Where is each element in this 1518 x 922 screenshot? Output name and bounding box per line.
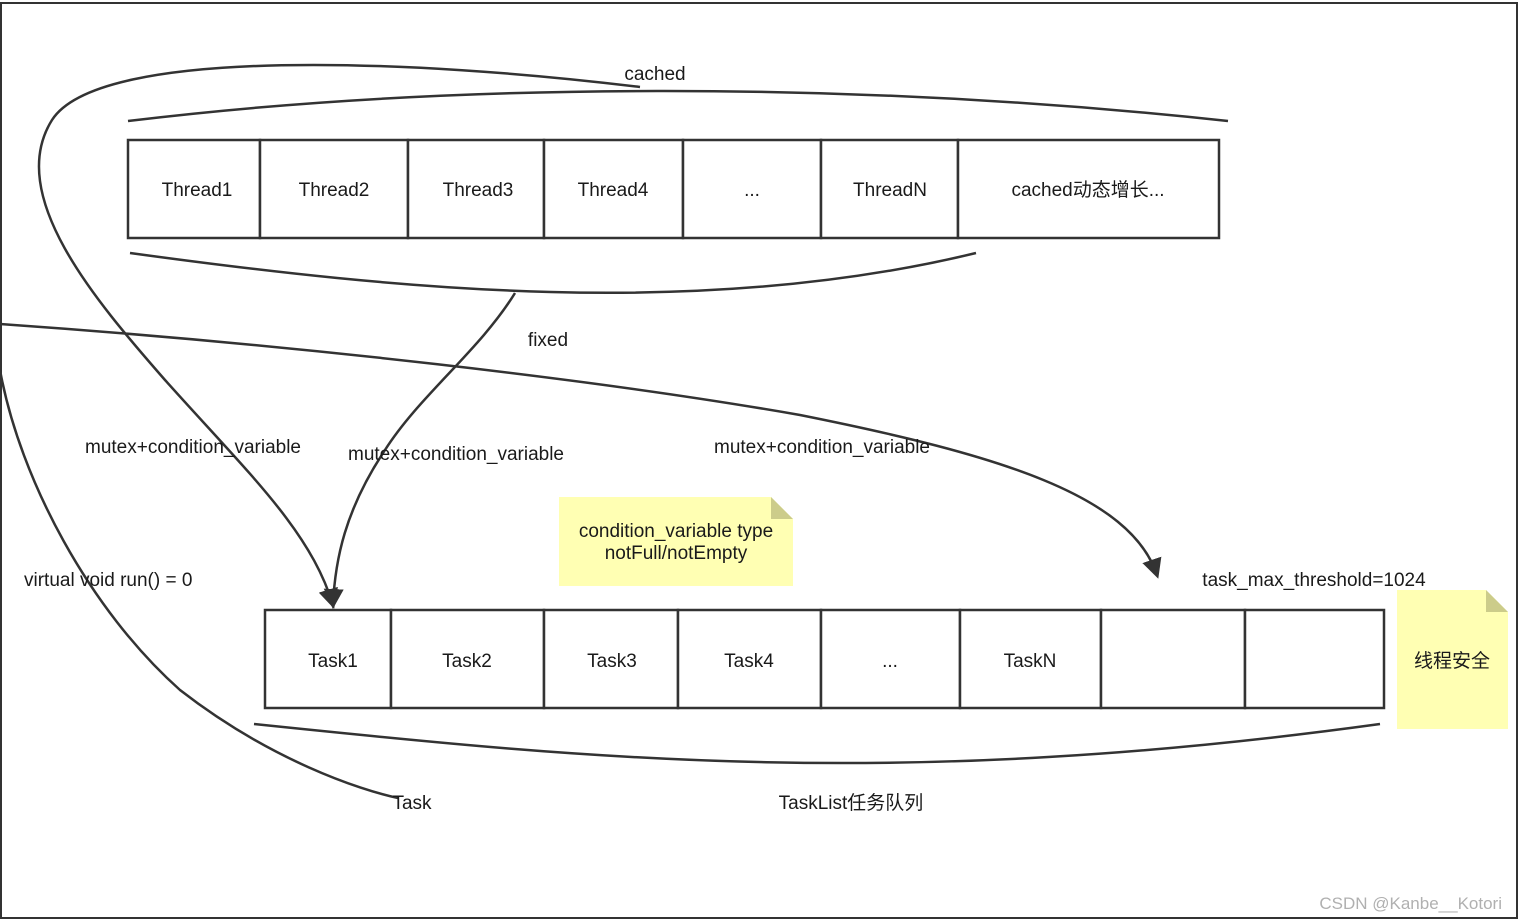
thread-pool: Thread1 Thread2 Thread3 Thread4 ... Thre… <box>126 138 1221 240</box>
task-cell-box <box>1099 608 1247 710</box>
thread-cell-label: Thread2 <box>299 180 370 201</box>
thread-safe-label: 线程安全 <box>1414 650 1490 672</box>
task-class-label: Task <box>392 793 432 814</box>
thread-cell-2: Thread2 <box>258 138 410 240</box>
condition-variable-note: condition_variable type notFull/notEmpty <box>559 497 793 586</box>
thread-cell-box <box>258 138 410 240</box>
task-cell-empty-1 <box>1099 608 1247 710</box>
cached-brace <box>127 89 1229 123</box>
task-queue: Task1 Task2 Task3 Task4 ... TaskN <box>263 608 1386 710</box>
task-cell-1: Task1 <box>263 608 393 710</box>
thread-cell-label: Thread4 <box>578 180 649 201</box>
thread-cell-label: cached动态增长... <box>1011 179 1164 201</box>
task-cell-label: Task3 <box>587 651 637 672</box>
task-cell-ellipsis: ... <box>819 608 962 710</box>
task-cell-box <box>389 608 546 710</box>
thread-cell-box <box>126 138 262 240</box>
left-connector-label: mutex+condition_variable <box>85 437 301 458</box>
task-cell-label: Task1 <box>308 651 358 672</box>
thread-cell-label: ThreadN <box>853 180 927 201</box>
thread-cell-3: Thread3 <box>406 138 546 240</box>
task-cell-3: Task3 <box>542 608 680 710</box>
task-cell-label: Task4 <box>724 651 774 672</box>
note-body <box>1397 590 1508 729</box>
task-cell-label: Task2 <box>442 651 492 672</box>
task-list-label: TaskList任务队列 <box>779 792 924 814</box>
condition-note-line2: notFull/notEmpty <box>605 543 748 564</box>
note-fold <box>1486 590 1508 612</box>
note-fold <box>771 497 793 519</box>
thread-cell-label: Thread3 <box>443 180 514 201</box>
task-class-connector <box>0 369 399 800</box>
thread-cell-cached: cached动态增长... <box>956 138 1221 240</box>
task-cell-label: TaskN <box>1004 651 1057 672</box>
thread-cell-box <box>956 138 1221 240</box>
fixed-label: fixed <box>528 330 568 351</box>
task-cell-box <box>1243 608 1386 710</box>
thread-cell-ellipsis: ... <box>681 138 823 240</box>
note-body <box>559 497 793 586</box>
left-connector-arrow <box>37 63 641 609</box>
task-cell-label: ... <box>882 651 898 672</box>
right-connector-arrow <box>0 322 1162 579</box>
thread-cell-n: ThreadN <box>819 138 960 240</box>
task-method-label: virtual void run() = 0 <box>24 570 192 591</box>
task-cell-2: Task2 <box>389 608 546 710</box>
task-cell-n: TaskN <box>958 608 1103 710</box>
thread-safe-note: 线程安全 <box>1397 590 1508 729</box>
threshold-label: task_max_threshold=1024 <box>1202 570 1426 591</box>
cached-label: cached <box>624 64 685 85</box>
thread-cell-box <box>681 138 823 240</box>
watermark: CSDN @Kanbe__Kotori <box>1319 894 1502 913</box>
thread-cell-box <box>819 138 960 240</box>
thread-cell-label: ... <box>744 180 760 201</box>
thread-cell-1: Thread1 <box>126 138 262 240</box>
task-cell-box <box>958 608 1103 710</box>
right-connector-label: mutex+condition_variable <box>714 437 930 458</box>
thread-cell-4: Thread4 <box>542 138 685 240</box>
thread-cell-box <box>542 138 685 240</box>
task-list-brace <box>253 722 1381 765</box>
middle-connector-label: mutex+condition_variable <box>348 444 564 465</box>
task-cell-empty-2 <box>1243 608 1386 710</box>
task-cell-box <box>676 608 823 710</box>
middle-connector-arrow <box>323 292 517 609</box>
thread-cell-label: Thread1 <box>162 180 233 201</box>
condition-note-line1: condition_variable type <box>579 521 773 542</box>
task-cell-4: Task4 <box>676 608 823 710</box>
fixed-brace <box>129 251 977 295</box>
